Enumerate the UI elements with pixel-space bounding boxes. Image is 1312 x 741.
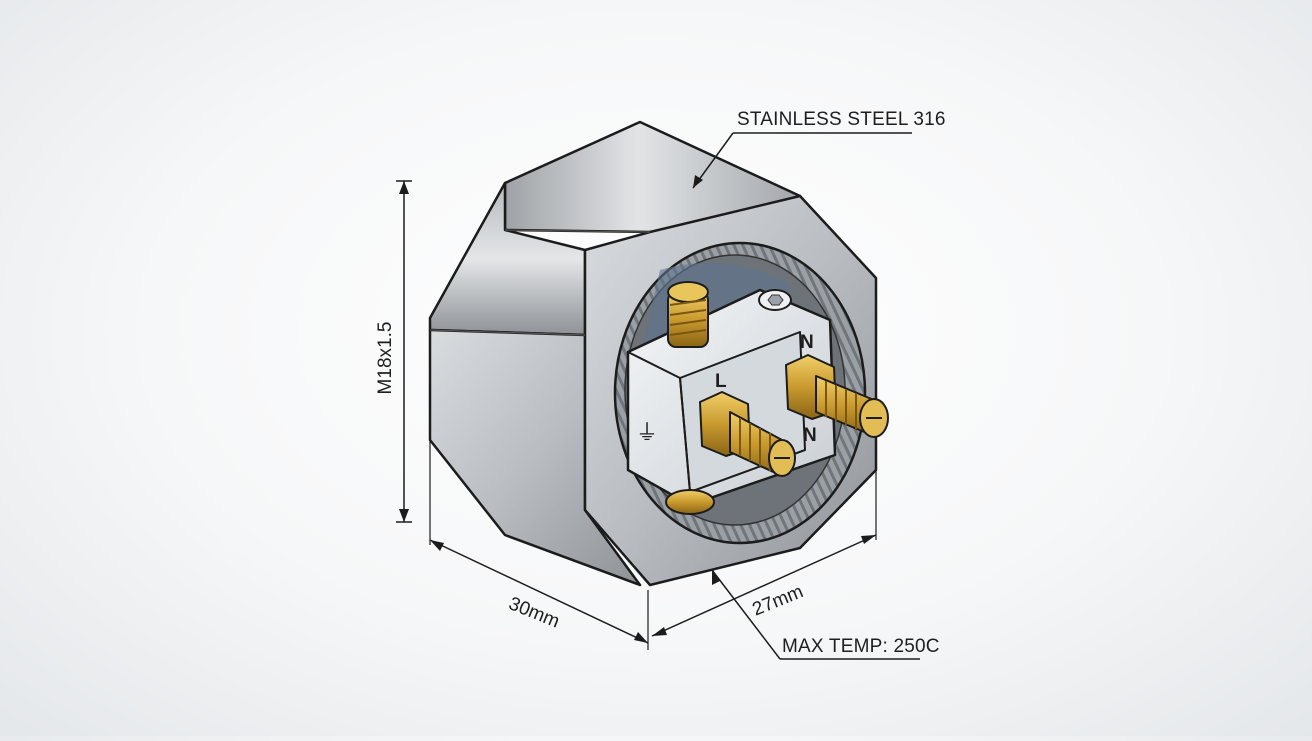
neutral-terminal-stud bbox=[785, 354, 889, 438]
thread-dimension: M18x1.5 bbox=[375, 180, 412, 523]
depth-label: 27mm bbox=[750, 581, 807, 620]
terminal-label-l: L bbox=[715, 371, 727, 392]
thread-spec-label: M18x1.5 bbox=[375, 322, 396, 395]
terminal-label-n-bottom: N bbox=[803, 425, 817, 446]
bottom-brass-stud bbox=[665, 489, 715, 515]
material-callout: STAINLESS STEEL 316 bbox=[692, 109, 946, 189]
ground-symbol-icon: ⏚ bbox=[636, 420, 658, 445]
max-temp-label: MAX TEMP: 250C bbox=[782, 636, 940, 657]
line-terminal-stud bbox=[699, 391, 796, 477]
material-label: STAINLESS STEEL 316 bbox=[737, 109, 946, 130]
terminal-label-n-top: N bbox=[800, 332, 814, 353]
max-temp-callout: MAX TEMP: 250C bbox=[711, 569, 940, 660]
top-brass-stud bbox=[667, 281, 709, 348]
